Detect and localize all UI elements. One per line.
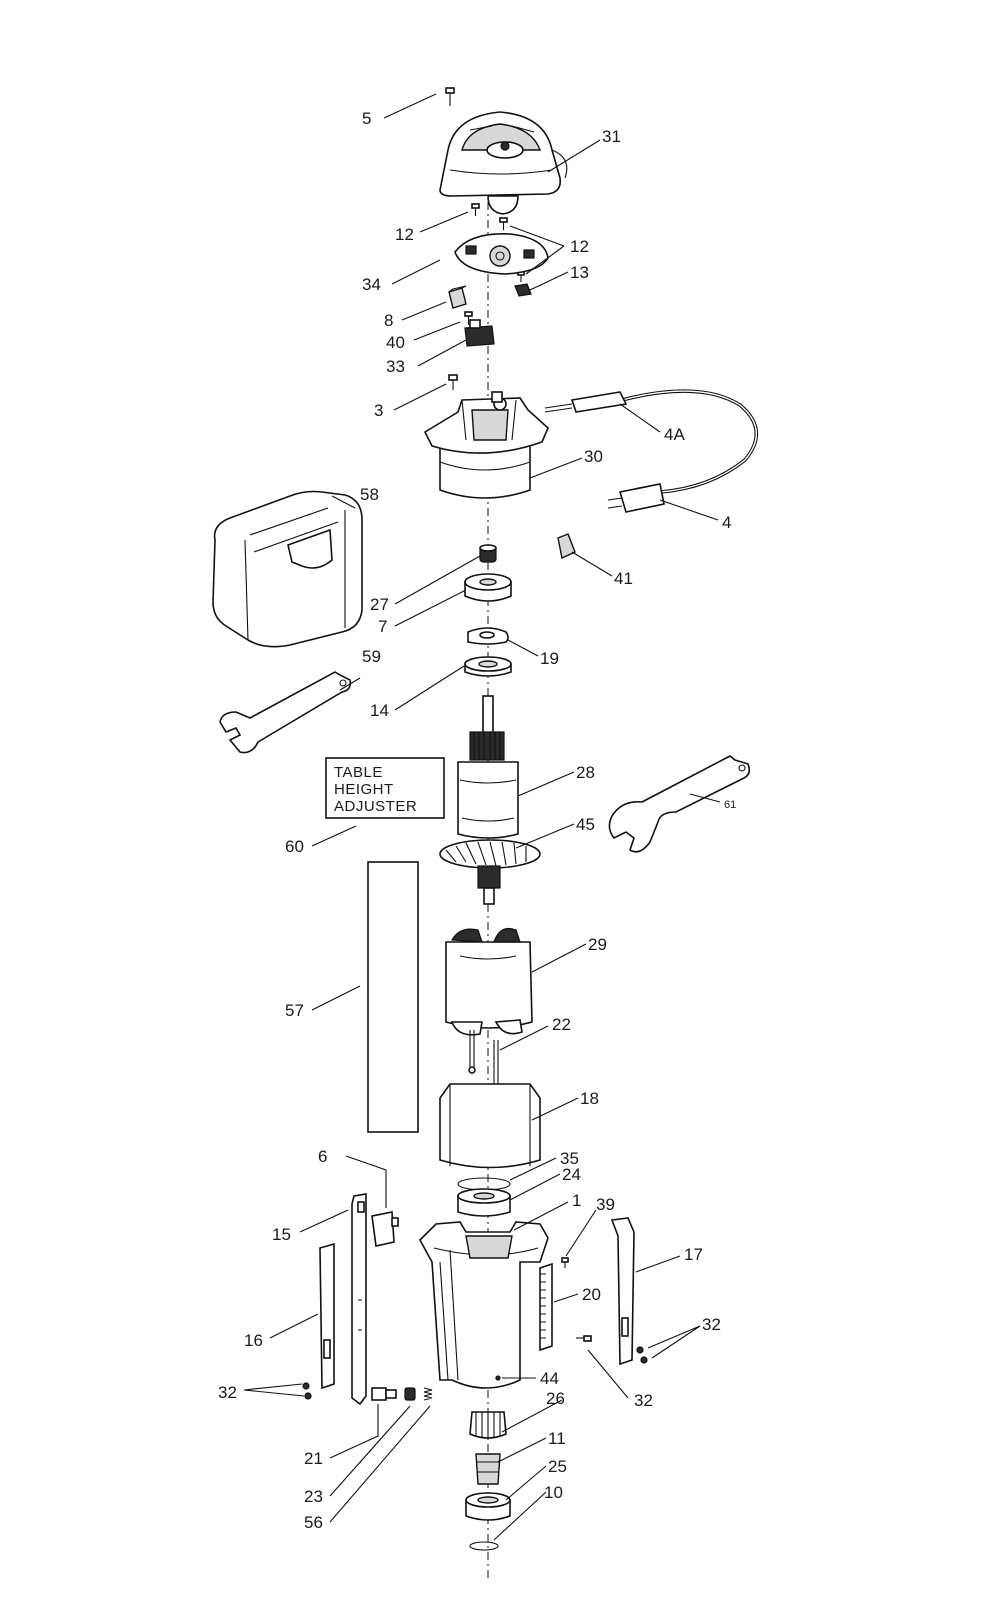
callout-11: 11 [548,1429,566,1448]
part-25-collet-nut [465,1492,511,1521]
part-27-bearing [479,544,497,563]
part-10-ring [469,1541,499,1551]
part-12-screw-right [499,217,508,230]
part-61-spanner [608,755,751,853]
callout-34: 34 [362,275,381,294]
callout-10: 10 [544,1483,563,1502]
callout-33: 33 [386,357,405,376]
callout-32-center: 32 [634,1391,653,1410]
part-21-knob [371,1387,397,1401]
callout-32-right: 32 [702,1315,721,1334]
callout-23: 23 [304,1487,323,1506]
callout-60: 60 [285,837,304,856]
part-12-screw-left [471,203,480,216]
part-18-baffle [439,1083,541,1169]
part-32-screws-right [636,1346,648,1364]
callout-4a: 4A [664,425,685,444]
callout-56: 56 [304,1513,323,1532]
callout-3: 3 [374,401,383,420]
callout-30: 30 [584,447,603,466]
callout-15: 15 [272,1225,291,1244]
callout-40: 40 [386,333,405,352]
part-32-screws-left [302,1382,312,1400]
part-16-handle [319,1242,335,1390]
callout-17: 17 [684,1245,703,1264]
callout-61: 61 [724,799,736,811]
callout-31: 31 [602,127,621,146]
part-41-wire-nut [557,533,576,560]
part-59-wrench [219,671,352,754]
part-5-screw [445,87,455,106]
part-58-carry-case [212,490,363,648]
box-line-1: TABLE [334,764,383,781]
part-17-handle [610,1217,635,1366]
part-20-rack [539,1262,553,1352]
callout-32-left: 32 [218,1383,237,1402]
callout-39: 39 [596,1195,615,1214]
callout-12-left: 12 [395,225,414,244]
part-57-strip [367,861,419,1133]
callout-4: 4 [722,513,731,532]
callout-59: 59 [362,647,381,666]
callout-7: 7 [378,617,387,636]
callout-16: 16 [244,1331,263,1350]
callout-29: 29 [588,935,607,954]
part-40-screw [464,311,473,325]
part-56-spring [423,1387,433,1401]
callout-22: 22 [552,1015,571,1034]
part-1-motor-housing [419,1221,549,1389]
part-19-retainer [467,627,509,645]
callout-25: 25 [548,1457,567,1476]
part-24-bearing [457,1188,511,1217]
part-13-clip [514,283,532,297]
part-26-spindle-sleeve [469,1411,507,1439]
callout-26: 26 [546,1389,565,1408]
callout-44: 44 [540,1369,559,1388]
callout-6: 6 [318,1147,327,1166]
part-23-nut [404,1387,416,1401]
callout-57: 57 [285,1001,304,1020]
part-33-switch [464,319,495,347]
callout-20: 20 [582,1285,601,1304]
part-15-lever [351,1193,367,1406]
callout-8: 8 [384,311,393,330]
callout-27: 27 [370,595,389,614]
callout-21: 21 [304,1449,323,1468]
part-3-screw [448,374,458,390]
part-29-field [445,927,533,1036]
part-6-lock-button [371,1211,399,1247]
callout-45: 45 [576,815,595,834]
part-34-brush-plate [454,233,549,275]
part-11-collet [475,1453,501,1485]
callout-13: 13 [570,263,589,282]
part-39-screw [561,1257,569,1268]
leader-lines [243,93,721,1541]
part-45-fan [439,839,541,905]
callout-labels: 5 31 12 12 13 34 8 40 33 3 4A 30 4 58 41… [218,109,736,1532]
part-8-brush [448,285,467,309]
callout-28: 28 [576,763,595,782]
callout-24: 24 [562,1165,581,1184]
callout-18: 18 [580,1089,599,1108]
part-28-armature [457,695,519,839]
box-line-3: ADJUSTER [334,798,417,815]
part-32-screw-center [576,1335,592,1342]
callout-41: 41 [614,569,633,588]
callout-35: 35 [560,1149,579,1168]
box-line-2: HEIGHT [334,781,394,798]
callout-58: 58 [360,485,379,504]
part-60-table-height-adjuster-box: TABLE HEIGHT ADJUSTER [325,757,445,819]
callout-5: 5 [362,109,371,128]
callout-1: 1 [572,1191,581,1210]
part-31-top-cap [439,111,568,215]
part-30-motor-housing-top [423,391,549,499]
part-4-power-cord [544,389,759,513]
part-7-bearing [464,573,512,602]
part-14-bearing [464,656,512,677]
callout-19: 19 [540,649,559,668]
callout-14: 14 [370,701,389,720]
callout-12-right: 12 [570,237,589,256]
